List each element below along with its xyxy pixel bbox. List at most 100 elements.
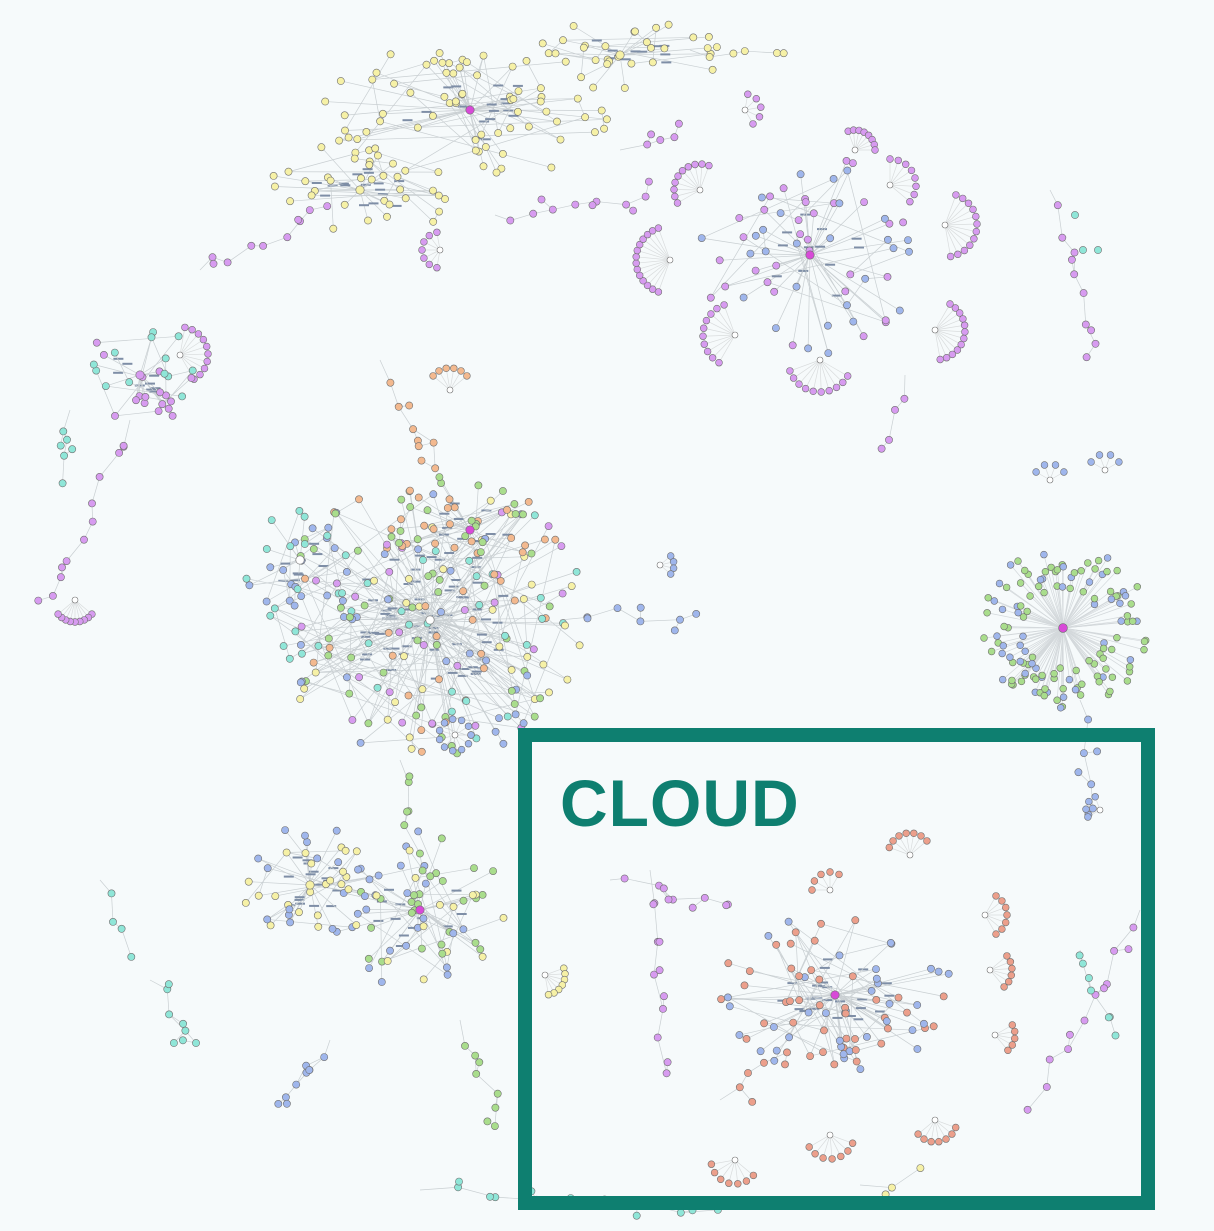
graph-node bbox=[468, 616, 477, 624]
graph-node bbox=[311, 668, 320, 677]
edge-label-mark bbox=[453, 518, 464, 520]
graph-node bbox=[1041, 567, 1050, 576]
graph-node bbox=[297, 592, 306, 600]
graph-node bbox=[411, 874, 420, 882]
graph-node bbox=[88, 517, 97, 526]
graph-node bbox=[1003, 911, 1011, 919]
edge-label-mark bbox=[472, 556, 483, 559]
graph-edge bbox=[1062, 615, 1128, 629]
graph-node bbox=[160, 369, 169, 378]
graph-node bbox=[385, 200, 394, 209]
graph-node bbox=[895, 306, 904, 315]
graph-node bbox=[999, 642, 1007, 650]
graph-node bbox=[295, 555, 305, 565]
graph-node bbox=[910, 190, 918, 199]
graph-node bbox=[1103, 567, 1111, 576]
graph-node bbox=[1099, 644, 1108, 653]
graph-node bbox=[538, 39, 547, 48]
graph-node bbox=[1085, 578, 1094, 586]
graph-edge bbox=[476, 1073, 498, 1094]
graph-node bbox=[819, 1048, 827, 1056]
graph-node bbox=[464, 722, 473, 730]
graph-node bbox=[1028, 659, 1036, 668]
graph-node bbox=[403, 889, 412, 897]
graph-node bbox=[688, 1206, 697, 1215]
graph-node bbox=[942, 354, 951, 362]
graph-node bbox=[413, 636, 422, 645]
graph-edge bbox=[318, 645, 409, 696]
graph-node bbox=[365, 875, 374, 884]
graph-node bbox=[826, 234, 835, 243]
graph-edge bbox=[1040, 579, 1064, 629]
graph-node bbox=[379, 668, 388, 677]
graph-node bbox=[1113, 566, 1121, 575]
graph-node bbox=[1016, 579, 1025, 587]
edge-label-mark bbox=[512, 84, 523, 87]
graph-node bbox=[817, 388, 825, 396]
graph-node bbox=[663, 1058, 672, 1067]
graph-node bbox=[445, 59, 453, 68]
graph-node bbox=[387, 532, 396, 541]
graph-node bbox=[433, 228, 441, 237]
graph-node bbox=[1008, 1041, 1016, 1049]
graph-node bbox=[1006, 958, 1015, 966]
graph-node bbox=[636, 617, 645, 626]
graph-node bbox=[1020, 566, 1029, 575]
graph-edge bbox=[749, 970, 918, 1006]
graph-node bbox=[591, 56, 600, 64]
graph-node bbox=[936, 355, 944, 364]
graph-edge bbox=[1062, 627, 1083, 685]
graph-node bbox=[283, 233, 292, 242]
graph-node bbox=[1007, 971, 1015, 979]
graph-node bbox=[270, 604, 279, 613]
edge-label-mark bbox=[609, 57, 620, 60]
graph-node bbox=[178, 392, 186, 401]
graph-node bbox=[360, 892, 369, 900]
graph-node bbox=[420, 238, 428, 246]
graph-edge bbox=[325, 101, 471, 111]
graph-node bbox=[326, 176, 335, 185]
graph-edge bbox=[889, 164, 906, 186]
graph-node bbox=[1084, 715, 1092, 724]
graph-node bbox=[972, 227, 980, 236]
graph-edge bbox=[453, 906, 464, 930]
graph-node bbox=[675, 119, 683, 128]
graph-edge bbox=[62, 455, 65, 484]
graph-node bbox=[408, 603, 417, 612]
edge-label-mark bbox=[292, 572, 303, 575]
graph-node bbox=[627, 59, 636, 68]
graph-edge bbox=[716, 308, 736, 336]
graph-edge bbox=[987, 612, 1064, 629]
graph-node bbox=[355, 673, 363, 682]
graph-node bbox=[536, 97, 545, 106]
graph-node bbox=[448, 687, 456, 696]
graph-node bbox=[141, 392, 150, 401]
graph-node bbox=[457, 716, 466, 725]
graph-edge bbox=[596, 201, 627, 205]
graph-node bbox=[731, 1156, 739, 1164]
graph-node bbox=[1040, 461, 1049, 469]
graph-edge bbox=[709, 53, 734, 58]
graph-edge bbox=[179, 329, 193, 356]
graph-edge bbox=[372, 61, 566, 80]
graph-node bbox=[556, 135, 565, 144]
graph-node bbox=[1085, 974, 1093, 982]
graph-node bbox=[58, 563, 66, 572]
graph-edge bbox=[834, 968, 877, 996]
graph-edge bbox=[1020, 627, 1064, 662]
graph-edge bbox=[852, 976, 877, 1001]
graph-node bbox=[986, 966, 994, 974]
graph-edge bbox=[677, 175, 701, 191]
graph-node bbox=[804, 344, 812, 353]
graph-node bbox=[458, 89, 467, 98]
graph-edge bbox=[1027, 1086, 1048, 1111]
graph-node bbox=[551, 535, 560, 544]
graph-edge bbox=[996, 627, 1064, 637]
edge-label-mark bbox=[442, 925, 453, 928]
edge-label-mark bbox=[289, 579, 300, 582]
graph-node bbox=[548, 205, 557, 214]
graph-node bbox=[409, 425, 417, 434]
graph-node bbox=[446, 566, 455, 575]
graph-edge bbox=[61, 599, 76, 618]
graph-node bbox=[391, 698, 399, 706]
